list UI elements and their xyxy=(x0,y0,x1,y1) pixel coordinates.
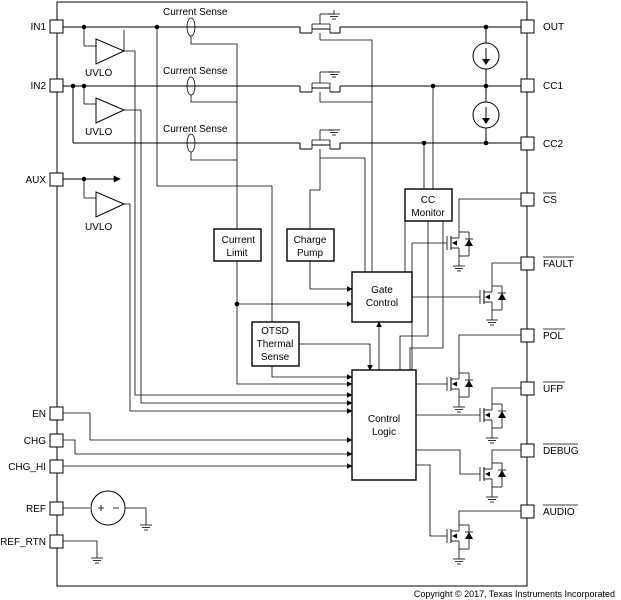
pin-fault xyxy=(520,256,535,271)
switch-fet-cc1 xyxy=(311,71,341,102)
uvlo-label-3: UVLO xyxy=(85,222,112,233)
pin-in2 xyxy=(49,78,64,93)
uvlo-comparator-3 xyxy=(83,179,126,218)
pin-in1 xyxy=(49,19,64,34)
pin-cc2-label: CC2 xyxy=(543,139,563,150)
pin-ufp-label: UFP xyxy=(543,384,563,395)
switch-fet-cc2 xyxy=(311,129,341,158)
pin-aux-label: AUX xyxy=(25,175,46,186)
pin-out-label: OUT xyxy=(543,22,564,33)
control-logic-label-1: Control xyxy=(368,414,400,425)
gate-control-block: Gate Control xyxy=(351,271,413,323)
current-limit-label-1: Current xyxy=(222,235,256,246)
control-logic-label-2: Logic xyxy=(372,427,396,438)
otsd-label-3: Sense xyxy=(261,352,290,363)
current-limit-label-2: Limit xyxy=(226,248,247,259)
pin-en-label: EN xyxy=(32,409,46,420)
pin-chg-hi-label: CHG_HI xyxy=(8,462,46,473)
cc-monitor-label-1: CC xyxy=(421,195,435,206)
otsd-label-1: OTSD xyxy=(261,326,289,337)
current-sense-label-2: Current Sense xyxy=(163,66,228,77)
pin-ref-rtn-label: REF_RTN xyxy=(0,537,46,548)
charge-pump-block: Charge Pump xyxy=(286,228,335,262)
control-logic-block: Control Logic xyxy=(351,369,417,481)
pin-audio xyxy=(520,504,535,519)
cc-monitor-label-2: Monitor xyxy=(411,208,445,219)
pin-ref-rtn xyxy=(49,534,64,549)
pin-cc1-label: CC1 xyxy=(543,81,563,92)
pin-in1-label: IN1 xyxy=(30,22,46,33)
current-source-cc1-cc2 xyxy=(472,86,500,143)
pin-ref xyxy=(49,501,64,516)
current-sense-label-1: Current Sense xyxy=(163,7,228,18)
pin-pol xyxy=(520,328,535,343)
gate-control-label-2: Control xyxy=(366,298,398,309)
ref-rtn-ground xyxy=(63,540,104,564)
pin-cc2 xyxy=(520,136,535,151)
pin-fault-label: FAULT xyxy=(543,259,573,270)
pin-ref-label: REF xyxy=(26,504,46,515)
copyright-notice: Copyright © 2017, Texas Instruments Inco… xyxy=(413,589,615,599)
current-sense-label-3: Current Sense xyxy=(163,124,228,135)
current-limit-block: Current Limit xyxy=(213,228,262,262)
switch-fet-out xyxy=(311,10,341,40)
cc-monitor-block: CC Monitor xyxy=(404,188,453,222)
nmos-ufp xyxy=(416,387,521,444)
pin-chg xyxy=(49,433,64,448)
pin-ufp xyxy=(520,381,535,396)
chip-outline xyxy=(56,1,528,587)
charge-pump-label-2: Pump xyxy=(297,248,324,259)
pin-debug xyxy=(520,443,535,458)
current-source-out-cc1 xyxy=(472,27,500,86)
pin-cs xyxy=(520,192,535,207)
uvlo-label-1: UVLO xyxy=(85,68,112,79)
nmos-cs xyxy=(430,198,521,272)
nmos-pol xyxy=(416,334,521,413)
pin-out xyxy=(520,19,535,34)
pin-chg-label: CHG xyxy=(24,436,46,447)
uvlo-label-2: UVLO xyxy=(85,127,112,138)
pin-cc1 xyxy=(520,78,535,93)
pin-chg-hi xyxy=(49,459,64,474)
pin-cs-label: CS xyxy=(543,195,557,206)
gate-control-label-1: Gate xyxy=(371,285,393,296)
pin-audio-label: AUDIO xyxy=(543,507,575,518)
pin-pol-label: POL xyxy=(543,331,563,342)
charge-pump-label-1: Charge xyxy=(294,235,327,246)
otsd-label-2: Thermal xyxy=(257,339,294,350)
nmos-fault xyxy=(412,262,521,326)
uvlo-comparator-2 xyxy=(83,86,126,124)
pin-debug-label: DEBUG xyxy=(543,446,579,457)
nmos-debug xyxy=(416,449,521,503)
pin-en xyxy=(49,406,64,421)
otsd-block: OTSD Thermal Sense xyxy=(251,321,300,367)
pin-aux xyxy=(49,172,64,187)
pin-in2-label: IN2 xyxy=(30,81,46,92)
voltage-reference xyxy=(63,490,153,531)
uvlo-comparator-1 xyxy=(83,27,126,65)
nmos-audio xyxy=(416,464,521,565)
